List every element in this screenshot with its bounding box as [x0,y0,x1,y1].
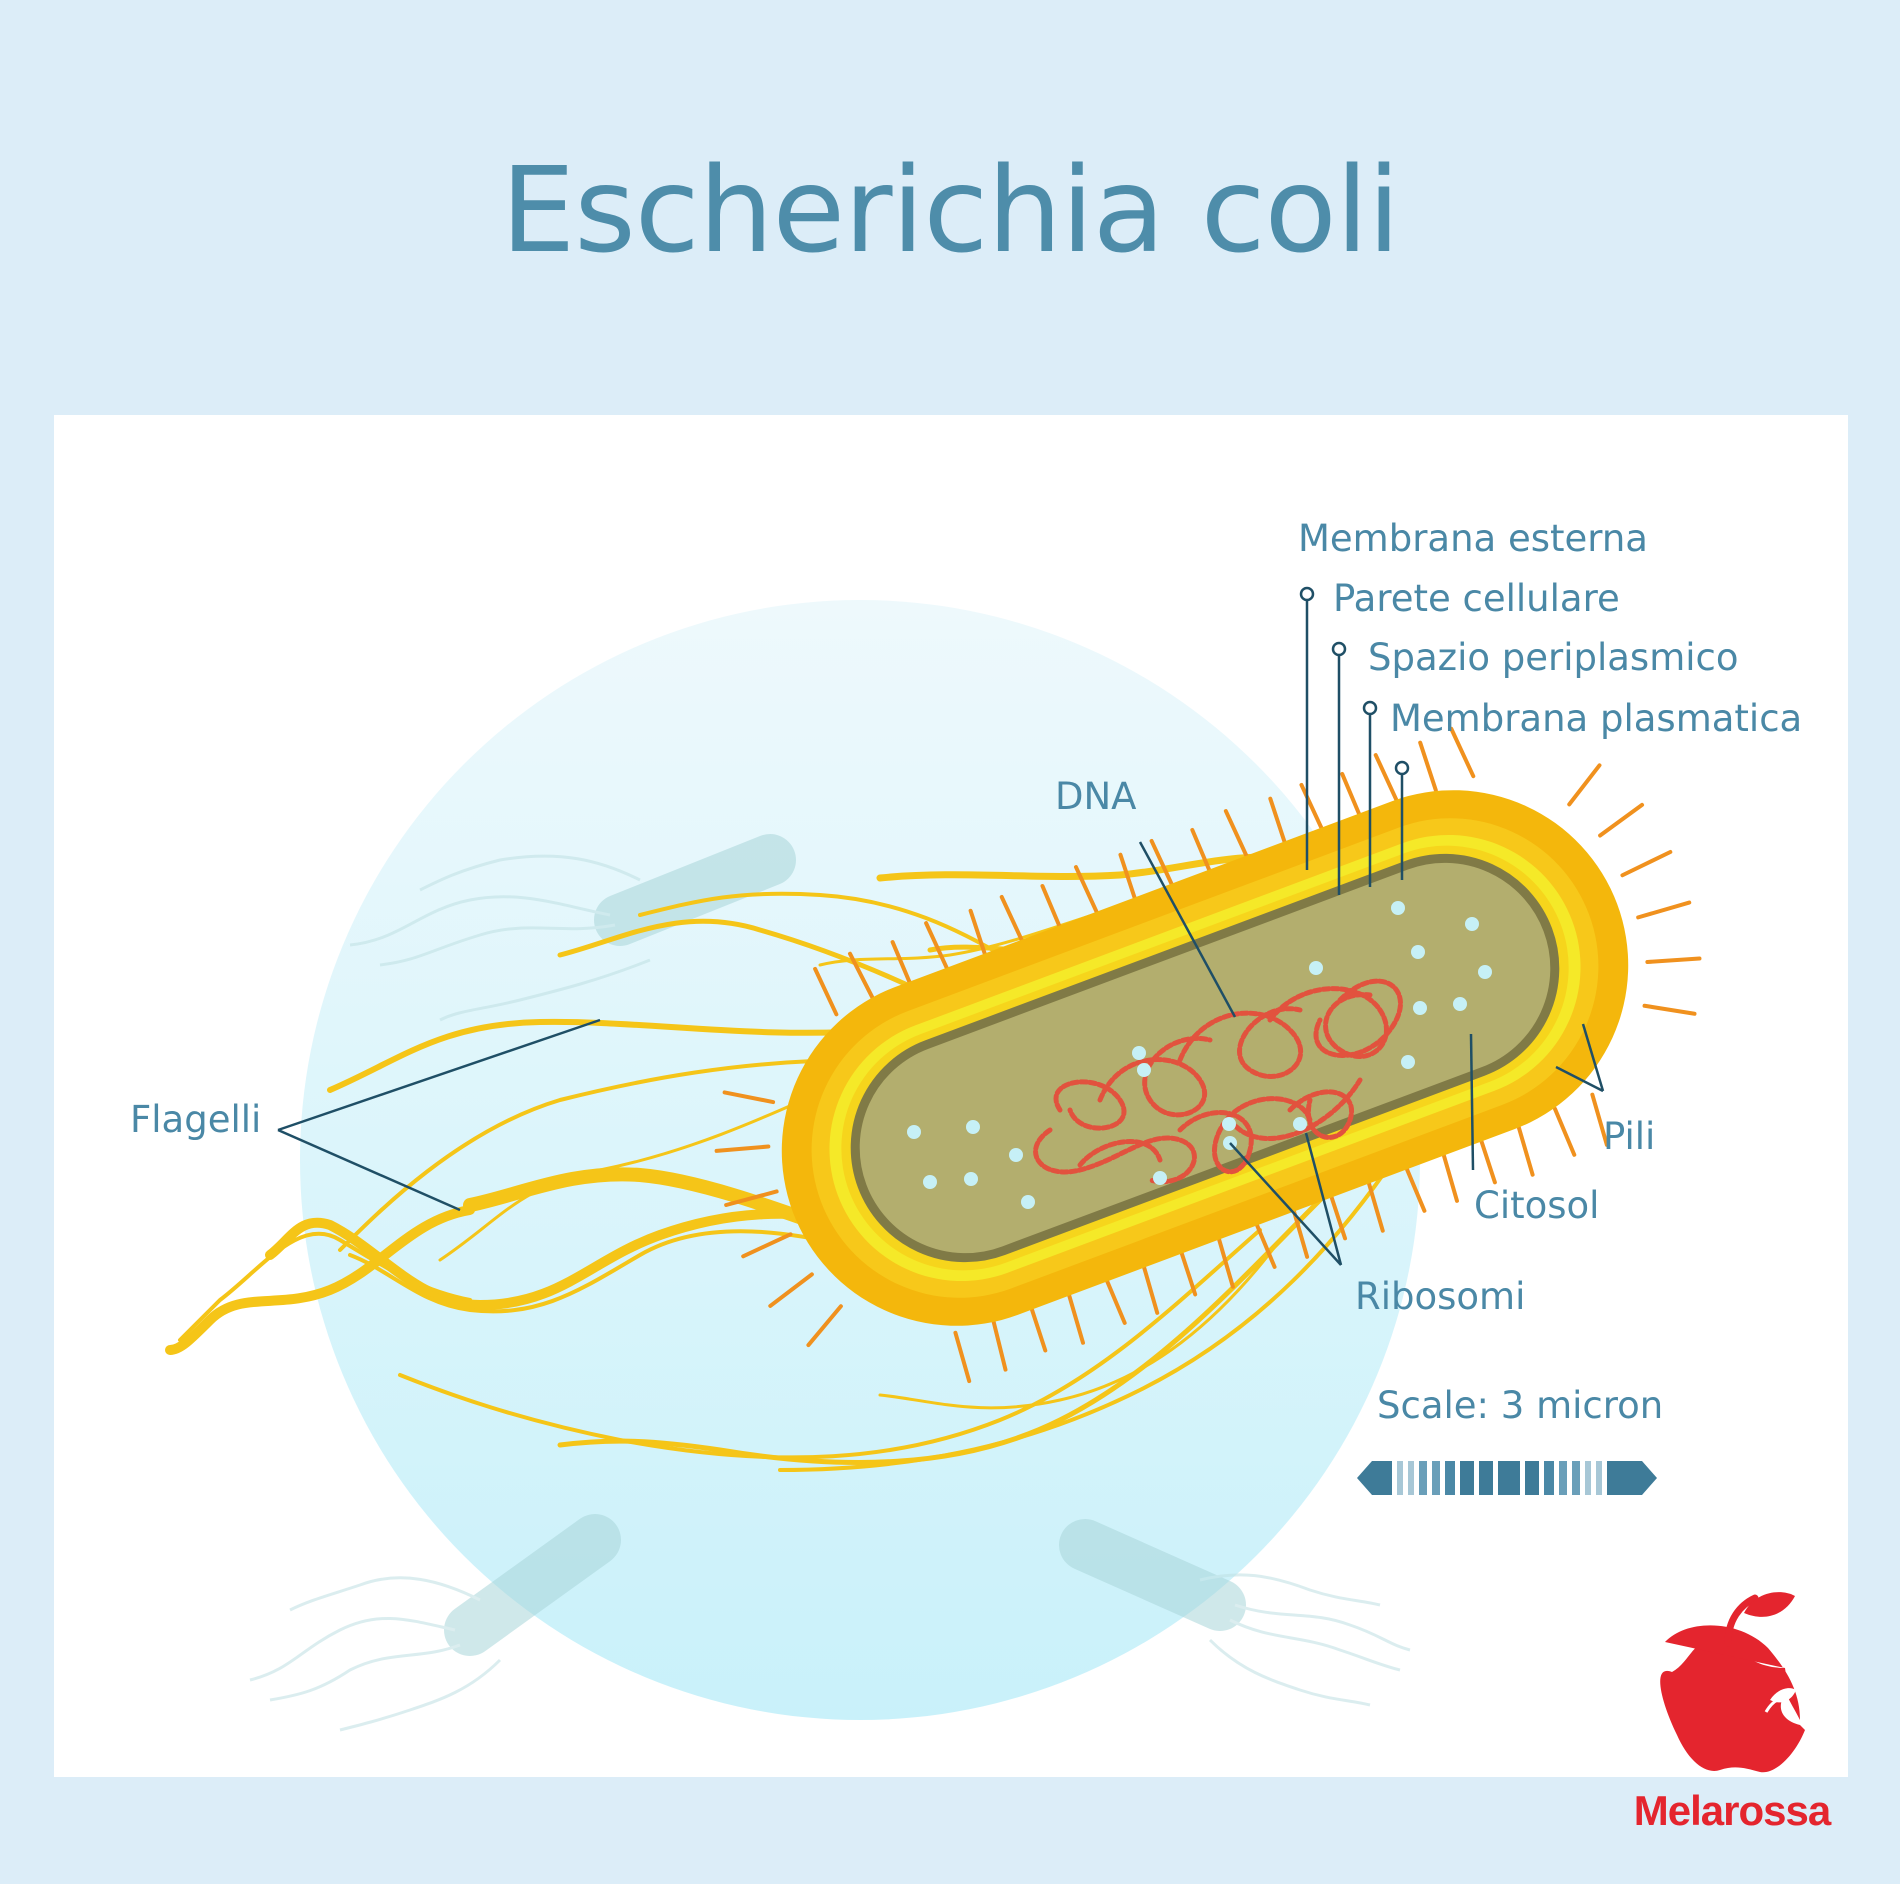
red-apple-icon [1660,1592,1805,1773]
label-cytosol: Citosol [1474,1184,1600,1227]
label-dna: DNA [1055,775,1137,818]
scale-bar [1357,1461,1657,1495]
label-flagella: Flagelli [130,1098,262,1141]
dna-strand [1033,978,1403,1185]
label-cell-wall: Parete cellulare [1333,577,1620,620]
brand-name: Melarossa [1633,1787,1831,1834]
label-pili: Pili [1603,1115,1656,1158]
ribosomes [907,901,1492,1209]
label-plasma-membrane: Membrana plasmatica [1390,697,1803,740]
label-ribosomes: Ribosomi [1355,1275,1526,1318]
leader-lines [277,594,1605,1266]
faded-bacterium-bottom-left [249,1514,621,1732]
label-outer-membrane: Membrana esterna [1298,517,1648,560]
label-periplasmic-space: Spazio periplasmico [1368,636,1739,679]
scale-label: Scale: 3 micron [1377,1384,1664,1427]
page-title: Escherichia coli [500,141,1401,279]
faded-bacterium-bottom-right [1059,1519,1411,1707]
bacterium-body [714,726,1702,1384]
faded-bacterium-top [349,834,796,1022]
leader-line-markers [1299,586,1410,776]
